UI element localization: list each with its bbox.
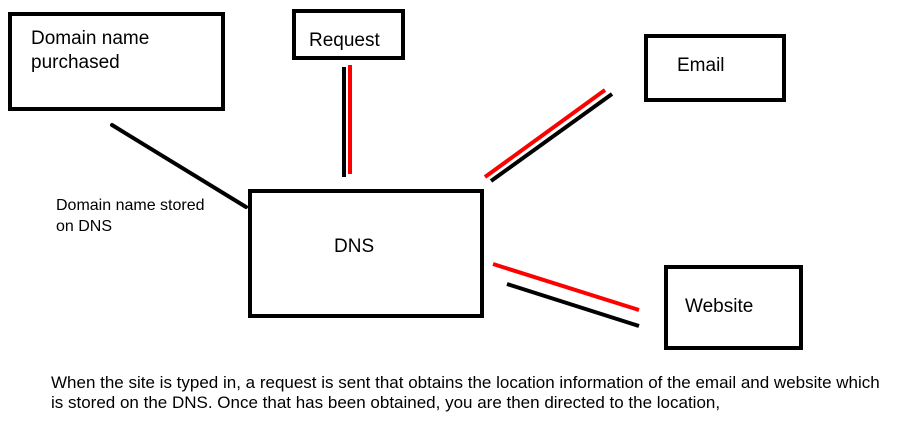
- domain-purchased-label: Domain name purchased: [31, 28, 150, 73]
- diagram-caption: When the site is typed in, a request is …: [51, 373, 880, 412]
- request-box: Request: [292, 9, 405, 60]
- line-dns-to-website-red: [492, 262, 640, 312]
- line-dns-to-email-black: [489, 92, 614, 183]
- website-box: Website: [664, 265, 803, 350]
- website-label: Website: [685, 296, 754, 317]
- line-dns-to-website-black: [506, 282, 640, 328]
- line-domain-to-dns: [110, 123, 248, 209]
- domain-purchased-box: Domain name purchased: [8, 12, 225, 111]
- line-dns-to-email-red: [483, 88, 607, 179]
- request-label: Request: [309, 30, 380, 51]
- dns-label: DNS: [334, 236, 375, 257]
- dns-box: DNS: [248, 189, 484, 318]
- email-box: Email: [644, 34, 786, 102]
- domain-stored-note: Domain name stored on DNS: [56, 197, 205, 235]
- email-label: Email: [677, 55, 725, 76]
